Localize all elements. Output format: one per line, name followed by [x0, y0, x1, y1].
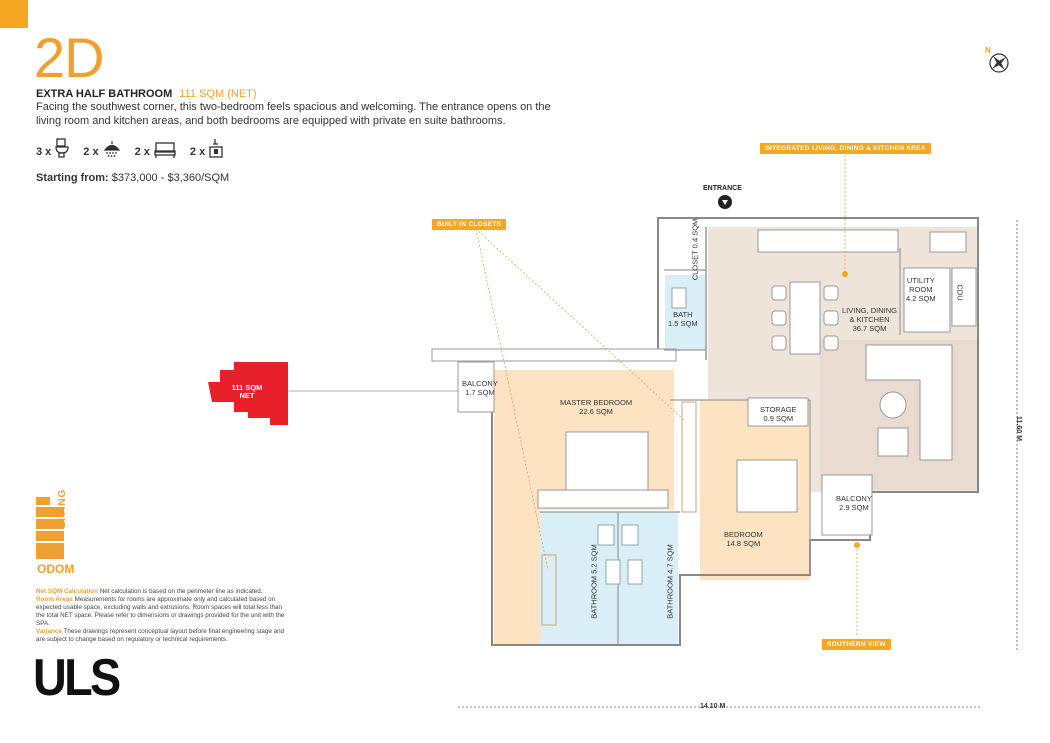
room-bathroom-2: BATHROOM 4.7 SQM [665, 544, 675, 619]
room-closet: CLOSET 0.4 SQM [690, 218, 700, 281]
unit-description: Facing the southwest corner, this two-be… [36, 101, 551, 127]
feature-count: 2 x [83, 146, 99, 158]
balcony-rail [431, 348, 677, 362]
compass-label: N [985, 46, 991, 55]
kitchen-counter [757, 229, 899, 253]
net-area-badge [208, 362, 288, 425]
tag-integrated-living: INTEGRATED LIVING, DINING & KITCHEN AREA [760, 143, 931, 154]
cdu-unit [951, 267, 977, 327]
entrance-label: ENTRANCE [703, 185, 742, 192]
price-line: Starting from: $373,000 - $3,360/SQM [36, 172, 229, 184]
coffee-table [879, 391, 907, 419]
tag-built-in-closets: BUILT IN CLOSETS [432, 219, 507, 230]
developer-logo: ULS [33, 649, 121, 707]
corner-accent [0, 0, 28, 28]
feature-count: 2 x [189, 146, 206, 158]
shower-icon [103, 141, 120, 157]
room-bathroom-1: BATHROOM 5.2 SQM [589, 544, 599, 619]
feature-beds: 2 x [135, 142, 176, 158]
dining-table [789, 281, 821, 355]
notes-block: Net SQM Calculation Net calculation is b… [36, 588, 291, 644]
bedroom-bed [736, 459, 798, 513]
closet-zone [494, 510, 540, 645]
tag-southern-view: SOUTHERN VIEW [822, 639, 891, 650]
unit-area: 111 SQM (NET) [179, 88, 257, 100]
entrance-arrow-icon [718, 195, 732, 209]
unit-code: 2D [34, 26, 105, 89]
sink-icon [209, 139, 223, 158]
logo-odom: ODOM [37, 562, 75, 576]
net-area-badge-label: 111 SQM NET [231, 383, 263, 400]
feature-count: 3 x [36, 146, 52, 158]
utility-room [903, 267, 951, 333]
feature-sinks: 2 x [190, 138, 223, 158]
dimension-height: 11.60 M [1014, 416, 1022, 441]
compass-icon: N [985, 46, 1009, 73]
unit-subtitle: EXTRA HALF BATHROOM 111 SQM (NET) [36, 88, 257, 100]
logo-living: LIVING [57, 488, 68, 528]
feature-list: 3 x 2 x 2 x 2 x [36, 138, 223, 158]
feature-toilets: 3 x [36, 138, 69, 158]
price-label: Starting from: [36, 172, 109, 184]
balcony-large [821, 474, 873, 536]
room-cdu: CDU [955, 284, 965, 301]
balcony-small [457, 361, 495, 413]
feature-showers: 2 x [83, 140, 120, 158]
sofa [865, 344, 953, 461]
master-bed [565, 431, 649, 493]
price-value: $373,000 - $3,360/SQM [111, 172, 230, 184]
master-headboard [537, 489, 669, 509]
toilet-icon [55, 138, 69, 158]
note-net-sqm: Net SQM Calculation Net calculation is b… [36, 588, 263, 595]
odom-logo-icon [36, 497, 64, 559]
storage-room [747, 397, 809, 427]
subtitle-text: EXTRA HALF BATHROOM [36, 88, 173, 100]
note-room-areas: Room Areas Measurements for rooms are ap… [36, 596, 285, 627]
bed-icon [154, 142, 176, 158]
feature-count: 2 x [134, 146, 150, 158]
note-variance: Variance These drawings represent concep… [36, 628, 285, 643]
dimension-width: 14.10 M [700, 703, 726, 710]
armchair [877, 427, 909, 457]
